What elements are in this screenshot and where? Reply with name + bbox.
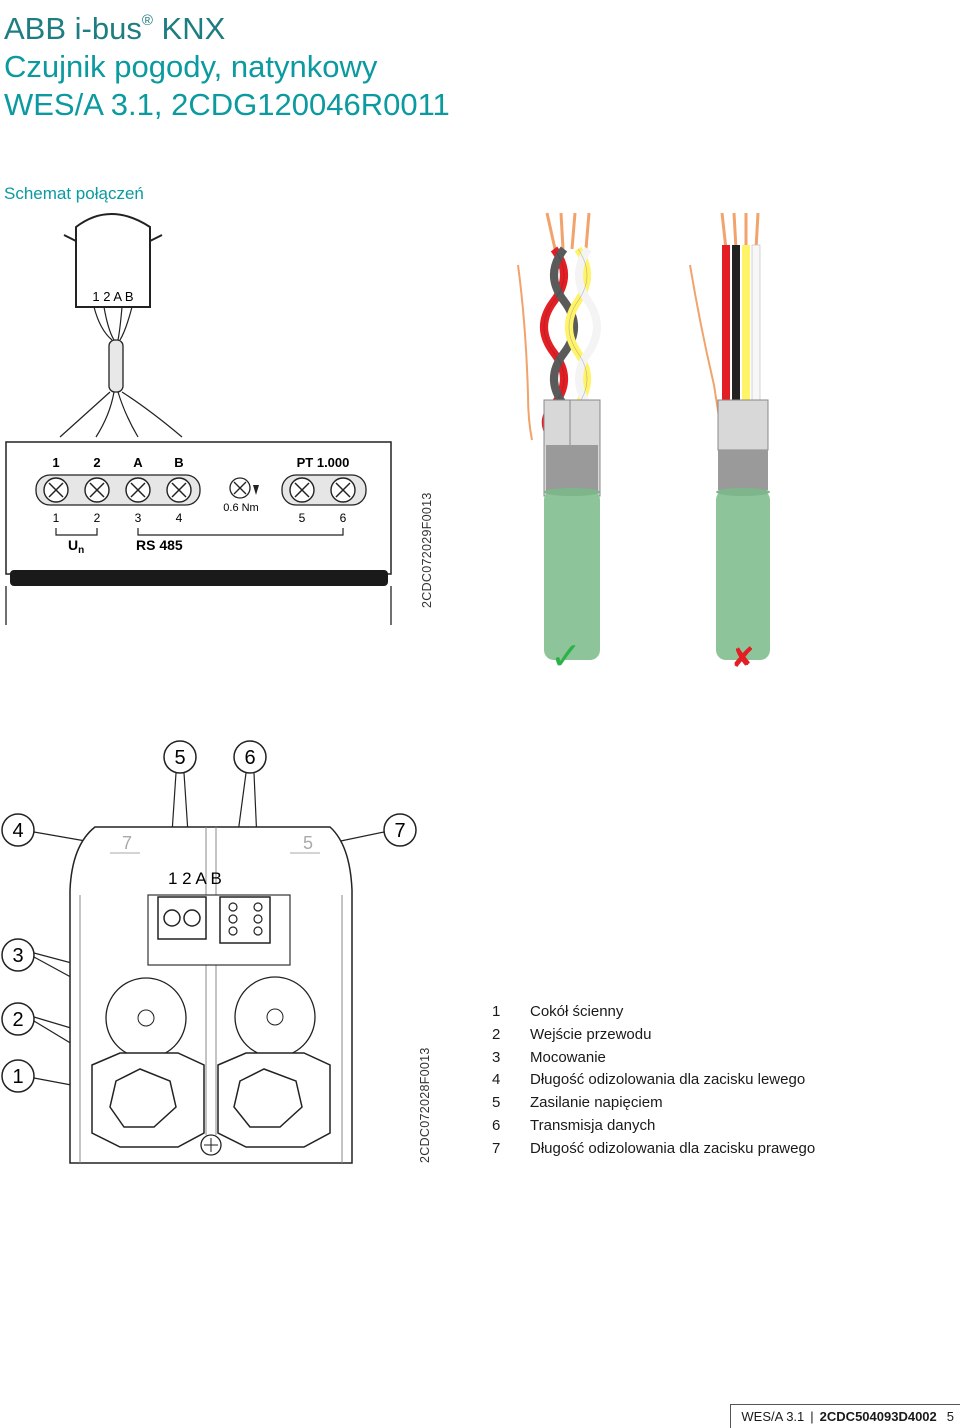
footer-product: WES/A 3.1: [741, 1409, 805, 1424]
figure-code-housing: 2CDC072028F0013: [418, 1047, 432, 1163]
callout-7: 7: [394, 820, 405, 842]
callout-6: 6: [244, 747, 255, 769]
embossed-7: 7: [122, 833, 132, 853]
svg-text:4: 4: [176, 511, 183, 525]
footer-separator: |: [810, 1409, 814, 1424]
svg-text:2: 2: [94, 511, 101, 525]
embossed-5: 5: [303, 833, 313, 853]
sensor-head: [75, 213, 151, 308]
terminal-block-right: [219, 896, 271, 944]
product-code: WES/A 3.1, 2CDG120046R0011: [4, 87, 450, 122]
torque-label: 0.6 Nm: [223, 502, 258, 514]
figure-code-wiring: 2CDC072029F0013: [420, 492, 434, 608]
callout-5: 5: [174, 747, 185, 769]
product-name: Czujnik pogody, natynkowy: [4, 49, 378, 84]
svg-text:PT 1.000: PT 1.000: [297, 455, 350, 470]
wiring-diagram: 1 2 A B 1 2 A B PT 1.000 0.6 Nm 1 2 3 4 …: [5, 213, 392, 625]
svg-text:B: B: [174, 455, 183, 470]
terminal-board: [5, 441, 392, 575]
cable-wrong: [689, 212, 770, 660]
document-header: ABB i-bus® KNX Czujnik pogody, natynkowy…: [4, 2, 450, 124]
callout-4: 4: [12, 820, 23, 842]
sensor-terminal-labels: 1 2 A B: [92, 289, 133, 304]
svg-text:5: 5: [299, 511, 306, 525]
rs485-label: RS 485: [136, 537, 183, 553]
svg-text:A: A: [133, 455, 143, 470]
housing-figure: 5 6 4 7 3 2 1 7 5 1 2 A B: [1, 740, 417, 1164]
un-label: Un: [68, 537, 84, 556]
brand-title: ABB i-bus® KNX: [4, 11, 226, 46]
callout-1: 1: [12, 1066, 23, 1088]
cable-correct: [517, 212, 601, 660]
svg-text:1: 1: [53, 511, 60, 525]
section-title: Schemat połączeń: [4, 184, 144, 203]
wrong-cross-icon: ✘: [731, 641, 755, 674]
callout-3: 3: [12, 945, 23, 967]
page-footer: WES/A 3.1 | 2CDC504093D4002 5: [730, 1404, 960, 1428]
svg-text:6: 6: [340, 511, 347, 525]
correct-check-icon: ✓: [550, 634, 582, 678]
svg-text:2: 2: [93, 455, 100, 470]
cable-figure: [517, 212, 770, 660]
cable-segment: [108, 339, 124, 393]
footer-doc-code: 2CDC504093D4002: [819, 1409, 937, 1424]
svg-text:1: 1: [52, 455, 59, 470]
svg-text:3: 3: [135, 511, 142, 525]
board-base: [10, 570, 388, 586]
terminal-labels: 1 2 A B: [168, 869, 222, 888]
callout-2: 2: [12, 1009, 23, 1031]
page-number: 5: [946, 1409, 954, 1424]
